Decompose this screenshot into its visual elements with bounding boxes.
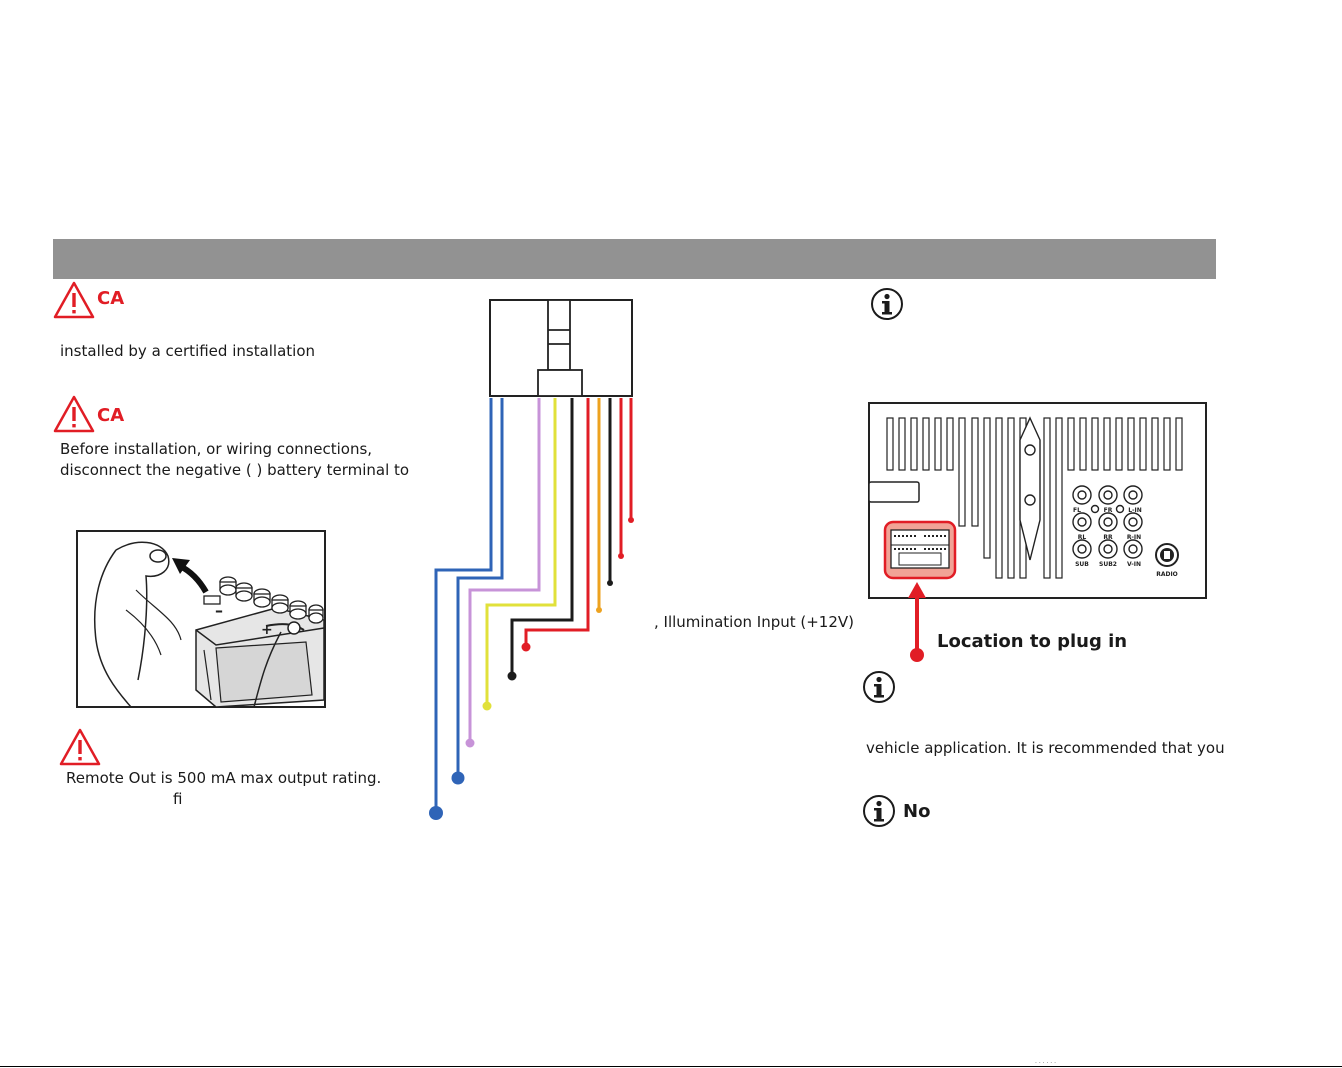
section-header-bar xyxy=(53,239,1216,279)
jack-label: RR xyxy=(1103,534,1113,541)
caution-icon xyxy=(53,395,95,433)
caution-text: installed by a certified installation xyxy=(60,342,316,360)
jack-label: FL xyxy=(1073,507,1081,514)
caution-icon xyxy=(53,281,95,319)
warning-text-line1: Remote Out is 500 mA max output rating. xyxy=(66,769,382,787)
jack-label: SUB xyxy=(1075,561,1089,568)
info-icon xyxy=(871,288,903,320)
battery-disconnect-illustration: – + xyxy=(76,530,326,708)
info-text: vehicle application. It is recommended t… xyxy=(866,739,1225,757)
caution-title: CA xyxy=(97,288,125,309)
radio-label: RADIO xyxy=(1156,571,1178,578)
location-label: Location to plug in xyxy=(937,631,1128,652)
caution-text-line1: Before installation, or wiring connectio… xyxy=(60,440,373,458)
svg-text:+: + xyxy=(261,622,273,638)
note-label: No xyxy=(903,801,931,822)
note-icon xyxy=(863,795,895,827)
warning-icon xyxy=(59,728,101,766)
caution-title: CA xyxy=(97,405,125,426)
footer-fine-print: · · · · · · xyxy=(1035,1060,1056,1067)
page-bottom-rule xyxy=(0,1066,1342,1067)
location-arrow xyxy=(908,582,926,662)
jack-label: V-IN xyxy=(1127,561,1141,568)
warning-text-line2: fi xyxy=(173,790,183,808)
jack-label: SUB2 xyxy=(1099,561,1117,568)
jack-label: L-IN xyxy=(1128,507,1142,514)
caution-text-line2: disconnect the negative ( ) battery term… xyxy=(60,461,410,479)
svg-text:–: – xyxy=(215,601,223,620)
info-icon xyxy=(863,671,895,703)
wiring-harness-diagram xyxy=(429,299,634,820)
head-unit-rear-panel: FL FR L-IN RL RR R-IN SUB SUB2 V-IN RADI… xyxy=(868,402,1207,599)
jack-label: FR xyxy=(1104,507,1113,514)
jack-label: RL xyxy=(1078,534,1087,541)
jack-label: R-IN xyxy=(1127,534,1141,541)
illumination-label: , Illumination Input (+12V) xyxy=(654,613,855,631)
